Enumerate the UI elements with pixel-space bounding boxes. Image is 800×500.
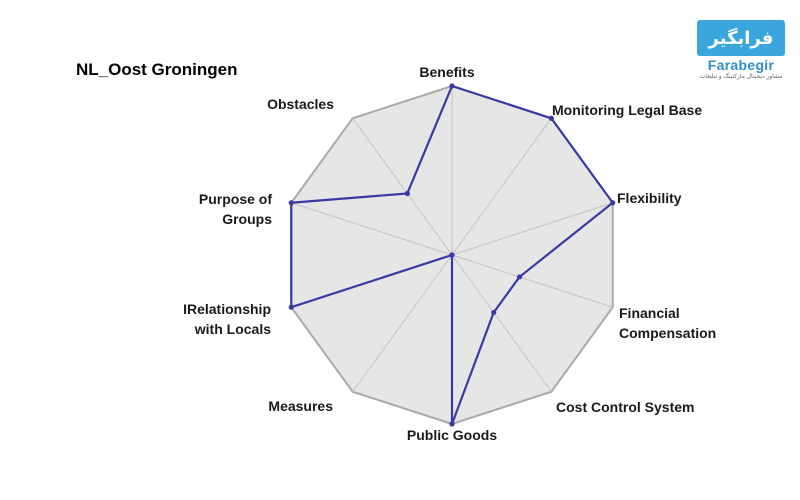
series-point (449, 252, 455, 258)
axis-label-line: Compensation (619, 325, 716, 341)
axis-label-line: Financial (619, 305, 680, 321)
axis-label-line: Measures (268, 398, 333, 414)
axis-label: IRelationship with Locals (183, 301, 271, 337)
axis-label-line: with Locals (194, 321, 271, 337)
axis-label-line: IRelationship (183, 301, 271, 317)
logo-tagline: مشاور دیجیتال مارکتینگ و تبلیغات (699, 74, 783, 80)
logo-badge: فرابگیر (697, 20, 785, 56)
farabegir-logo: فرابگیر Farabegir مشاور دیجیتال مارکتینگ… (697, 20, 785, 80)
axis-label: Flexibility (617, 190, 682, 206)
series-point (288, 304, 294, 310)
series-point (449, 421, 455, 427)
series-point (548, 115, 554, 121)
axis-label-line: Obstacles (267, 96, 334, 112)
radar-spoke (451, 254, 613, 308)
series-point (491, 309, 497, 316)
chart-title: NL_Oost Groningen (76, 60, 238, 79)
series-point (404, 190, 410, 197)
axis-label: Monitoring Legal Base (552, 102, 702, 118)
axis-label-line: Cost Control System (556, 399, 694, 415)
radar-spoke (451, 117, 552, 256)
logo-name: Farabegir (707, 57, 775, 73)
series-point (449, 83, 455, 89)
series-point (610, 200, 616, 206)
radar-spoke (451, 254, 552, 393)
radar-spoke (291, 202, 453, 256)
axis-label: Purpose of Groups (199, 191, 272, 227)
axis-label: Public Goods (407, 427, 497, 443)
radar-spoke (352, 254, 453, 393)
radar-spoke (451, 202, 613, 256)
series-point (288, 200, 294, 206)
axis-label: Cost Control System (556, 399, 694, 415)
axis-label-line: Groups (222, 211, 272, 227)
axis-label-line: Flexibility (617, 190, 682, 206)
axis-label-line: Benefits (419, 64, 474, 80)
series-point (516, 274, 523, 280)
axis-label: Benefits (419, 64, 474, 80)
radar-series (288, 83, 616, 427)
axis-label-line: Public Goods (407, 427, 497, 443)
axis-label-line: Monitoring Legal Base (552, 102, 702, 118)
axis-label: Obstacles (267, 96, 334, 112)
axis-label-line: Purpose of (199, 191, 272, 207)
radar-spoke (352, 117, 453, 256)
axis-label: Measures (268, 398, 333, 414)
